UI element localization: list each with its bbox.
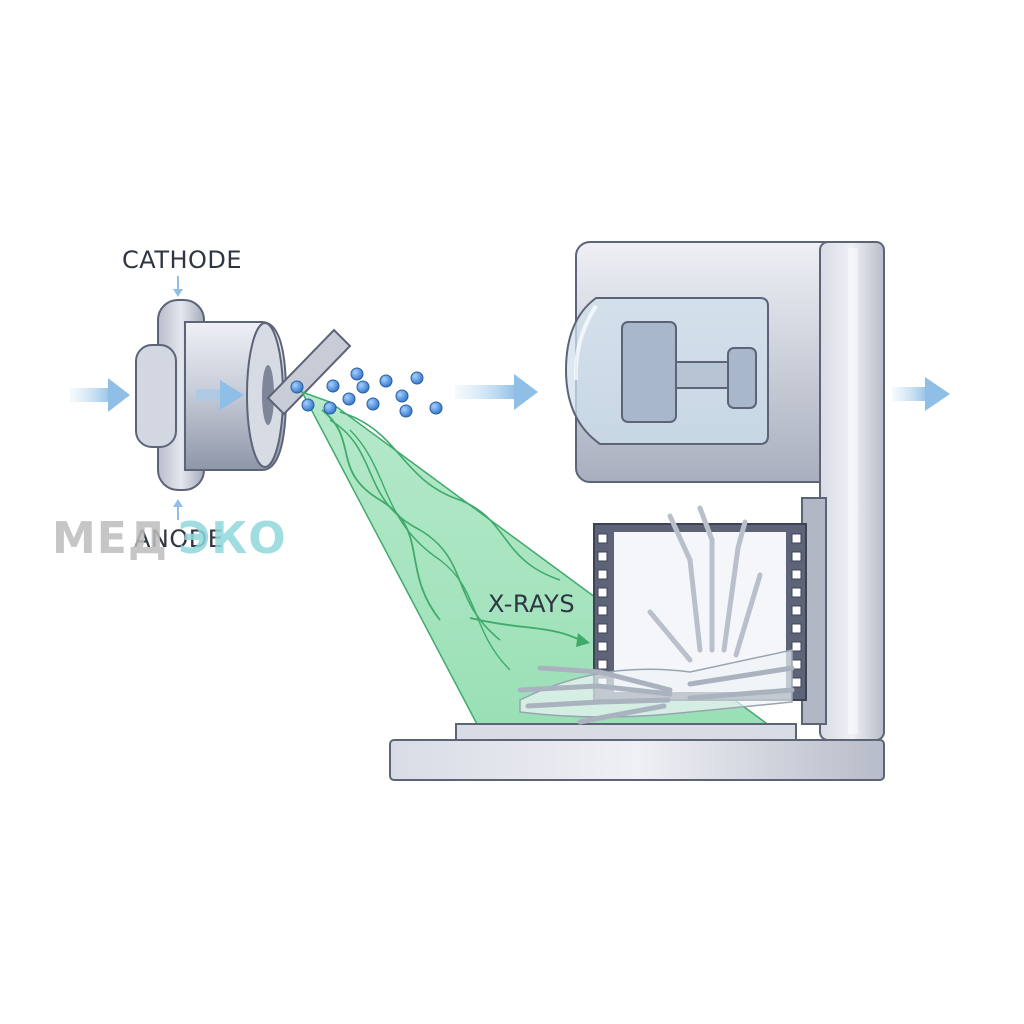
hand-skeleton-icon: [647, 505, 763, 663]
xrays-label: X-RAYS: [488, 590, 575, 618]
anode-label: ANODE: [134, 525, 223, 553]
watermark-part1: МЕД: [52, 513, 168, 564]
xray-machine: [389, 241, 885, 781]
hand-on-table: [517, 649, 795, 725]
flow-arrow-left: [70, 378, 130, 412]
flow-arrow-middle: [455, 374, 538, 410]
flow-arrow-right: [892, 377, 950, 411]
cathode-label: CATHODE: [122, 246, 242, 274]
anode-pointer: [173, 499, 183, 520]
xray-tube: [135, 299, 352, 491]
watermark: МЕД ЭКО: [52, 513, 287, 564]
watermark-part2: ЭКО: [178, 513, 287, 564]
cathode-pointer: [173, 276, 183, 297]
electron-particles: [290, 367, 443, 418]
